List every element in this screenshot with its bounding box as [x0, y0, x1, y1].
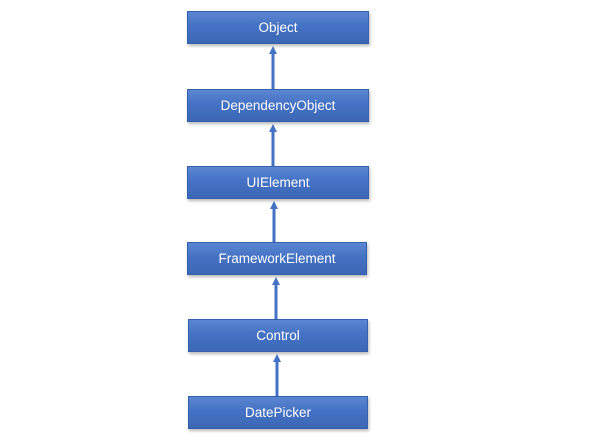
node-dependencyobject: DependencyObject	[187, 89, 369, 122]
node-uielement: UIElement	[187, 166, 369, 199]
node-label: Control	[256, 328, 300, 343]
node-label: Object	[258, 20, 298, 35]
node-label: FrameworkElement	[218, 251, 336, 266]
node-control: Control	[188, 319, 368, 352]
node-label: UIElement	[246, 175, 310, 190]
node-label: DatePicker	[244, 405, 312, 420]
node-datepicker: DatePicker	[188, 396, 368, 429]
node-object: Object	[187, 11, 369, 44]
node-label: DependencyObject	[220, 98, 336, 113]
node-frameworkelement: FrameworkElement	[187, 242, 367, 275]
